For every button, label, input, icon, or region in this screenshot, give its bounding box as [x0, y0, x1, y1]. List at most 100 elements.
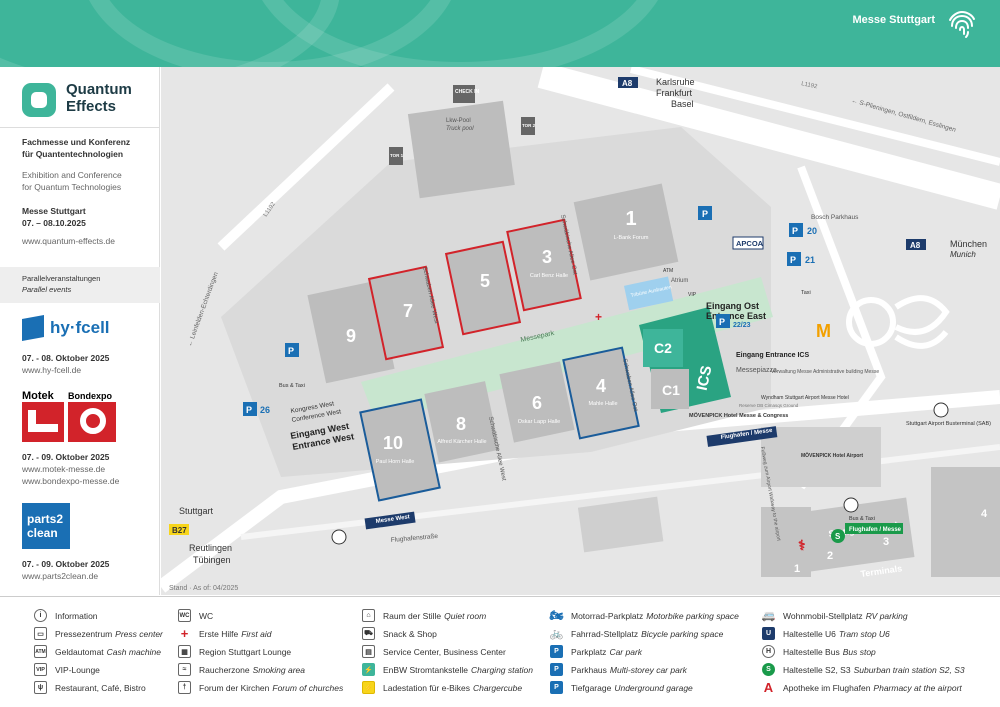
road-l1192-left [217, 83, 395, 251]
parking-22-sign[interactable] [716, 314, 730, 328]
hyfcell-url-link[interactable]: www.hy-fcell.de [22, 365, 82, 375]
legend-label-en: Bus stop [842, 646, 876, 657]
bus-stop-icon [843, 497, 859, 513]
terminal-1: 1 [794, 563, 800, 575]
shopping-cart-icon: ⛟ [362, 627, 375, 640]
hall-10-number: 10 [383, 433, 403, 453]
parking-sign-bosch[interactable] [698, 206, 712, 220]
desc-en-line2: for Quantum Technologies [22, 181, 122, 192]
legend-label: Raum der Stille [383, 610, 442, 621]
legend-label: Ladestation für e-Bikes [383, 682, 470, 693]
legend-label: Snack & Shop [383, 628, 437, 639]
motek-url-link[interactable]: www.motek-messe.de [22, 464, 106, 474]
tor-2-label: TOR 2 [522, 123, 536, 128]
parking-p-label: P [790, 255, 796, 265]
terminal-4: 4 [981, 508, 988, 520]
parallel-events-header: Parallelveranstaltungen Parallel events [0, 267, 160, 303]
hall-1-name: L-Bank Forum [614, 235, 649, 241]
truck-pool-area [407, 100, 515, 199]
bondexpo-url-link[interactable]: www.bondexpo-messe.de [22, 476, 120, 486]
hall-8 [424, 381, 500, 463]
hall-7-number: 7 [403, 301, 413, 321]
hall-6 [499, 361, 575, 443]
hyfcell-logo-text: hy·fcell [50, 318, 110, 337]
reserve-label: Reserve DB Cimasqs Ground [739, 403, 799, 408]
wyndham-label: Wyndham Stuttgart Airport Messe Hotel [761, 395, 849, 401]
hall-c2 [643, 329, 683, 367]
cross-icon: † [178, 681, 191, 694]
hall-5-number: 5 [480, 271, 490, 291]
legend-label-en: First aid [241, 628, 272, 639]
bondexpo-logo-icon: Bondexpo [68, 390, 116, 442]
apcoa-label: APCOA [736, 239, 764, 248]
s-bahn-flughafen-messe-stop[interactable] [845, 523, 903, 534]
pharmacy-icon: ⚕ [798, 537, 806, 553]
flughafenstrasse-label: Flughafenstraße [391, 533, 439, 544]
parking-p-label: P [719, 317, 725, 327]
parking-p-label: P [702, 209, 708, 219]
hall-4-number: 4 [596, 376, 606, 396]
tor-1-sign [389, 147, 403, 165]
fingerprint-icon [949, 10, 975, 38]
hall-c1 [651, 369, 689, 409]
messepiazza-label: Messepiazza [736, 367, 777, 374]
venue: Messe Stuttgart [22, 206, 86, 216]
munich-label: Munich [950, 250, 976, 259]
press-center-icon: ▭ [34, 627, 47, 640]
legend-label: Haltestelle Bus [783, 646, 840, 657]
parts2clean-line2: clean [27, 526, 58, 540]
hall-3 [506, 218, 582, 312]
parking-21-sign[interactable] [787, 252, 801, 266]
atrium-label: Atrium [671, 278, 688, 284]
taxi-label: Taxi [801, 290, 811, 296]
parking-p-label: P [246, 405, 252, 415]
tor-1-label: TOR 1 [390, 153, 404, 158]
parking-26-sign[interactable] [243, 402, 257, 416]
parking-west-sign[interactable] [285, 343, 299, 357]
parking-26-label: 26 [260, 405, 270, 415]
parking-20-sign[interactable] [789, 223, 803, 237]
underground-parking-icon: P [550, 681, 563, 694]
a8-label-top: A8 [622, 79, 633, 88]
basel-label: Basel [671, 99, 694, 109]
u6-messe-west-label: Messe West [375, 514, 410, 525]
parking-p-label: P [792, 226, 798, 236]
parts2clean-url-link[interactable]: www.parts2clean.de [22, 571, 99, 581]
eingang-ost-label: Eingang Ost [706, 301, 759, 311]
logo-line-1: Quantum [66, 81, 132, 98]
u6-flughafen-messe-stop[interactable] [706, 426, 778, 447]
karlsruhe-label: Karlsruhe [656, 77, 695, 87]
a8-label-right: A8 [910, 241, 921, 250]
roundabout-interchange [846, 295, 950, 349]
event-url-link[interactable]: www.quantum-effects.de [22, 236, 115, 246]
parking-22-23-label: 22/23 [733, 322, 751, 329]
first-aid-icon: + [595, 310, 602, 324]
venue-info: Messe Stuttgart 07. – 08.10.2025 [22, 206, 158, 229]
desc-de-line2: für Quantentechnologien [22, 148, 124, 159]
bus-taxi-west-label: Bus & Taxi [279, 383, 305, 389]
tribune-area [623, 276, 674, 311]
hall-4 [562, 346, 640, 440]
motek-logo-icon: Motek [22, 390, 64, 442]
s-bahn-flughafen-messe-label: Flughafen / Messe [849, 527, 902, 533]
hyfcell-dates: 07. - 08. Oktober 2025 [22, 353, 110, 363]
s-bahn-letter: S [835, 532, 841, 541]
smoking-area-icon: ≈ [178, 663, 191, 676]
check-in-label: CHECK IN [455, 89, 480, 95]
hall-8-name: Alfred Kärcher Halle [437, 439, 486, 445]
bosch-parkhaus-label: Bosch Parkhaus [811, 214, 859, 221]
bus-stop-icon [933, 402, 949, 418]
legend-snack-shop: ⛟ Snack & Shop [362, 627, 437, 640]
b27-label: B27 [172, 526, 187, 535]
u6-messe-west-stop[interactable] [364, 511, 416, 530]
motorway-a8 [537, 67, 1000, 210]
